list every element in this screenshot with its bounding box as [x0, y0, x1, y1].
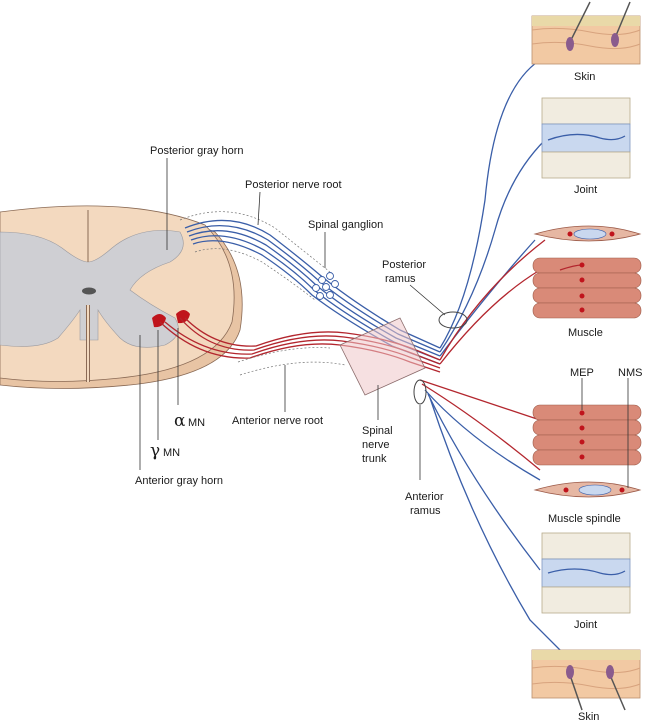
label-posterior-ramus-line2: ramus [385, 273, 416, 285]
posterior-ramus-fibers [439, 59, 546, 365]
label-joint-top: Joint [574, 184, 597, 196]
anterior-ramus-ring [413, 379, 427, 405]
spindle-top-illustration [533, 225, 642, 242]
skin-bottom-illustration [531, 649, 641, 711]
muscle-bottom-illustration [532, 404, 642, 466]
joint-bottom-illustration [541, 532, 631, 614]
label-spinal-nerve-trunk-line1: Spinal [362, 425, 393, 437]
nerve-trunk-sheath [339, 317, 426, 396]
label-gamma-symbol: γ [150, 441, 160, 461]
label-alpha-symbol: α [174, 411, 186, 431]
label-skin-bottom: Skin [578, 711, 599, 723]
nerve-bundles [159, 59, 566, 656]
posterior-root-fibers [184, 219, 441, 365]
label-alpha-mn: MN [188, 417, 205, 429]
label-gamma-mn: MN [163, 447, 180, 459]
anterior-ramus-fibers [419, 379, 566, 656]
muscle-top-illustration [532, 257, 642, 319]
label-joint-bottom: Joint [574, 619, 597, 631]
spinal-cord-section [0, 205, 243, 389]
leader-lines [139, 158, 629, 488]
label-mep: MEP [570, 367, 594, 379]
label-nms: NMS [618, 367, 642, 379]
label-anterior-nerve-root: Anterior nerve root [232, 415, 323, 427]
label-skin-top: Skin [574, 71, 595, 83]
label-muscle: Muscle [568, 327, 603, 339]
spinal-ganglion-body [312, 272, 339, 300]
label-anterior-ramus-line2: ramus [410, 505, 441, 517]
posterior-ramus-ring [438, 311, 468, 329]
joint-top-illustration [541, 97, 631, 179]
label-anterior-ramus-line1: Anterior [405, 491, 444, 503]
central-canal [82, 287, 96, 295]
label-muscle-spindle: Muscle spindle [548, 513, 621, 525]
label-spinal-nerve-trunk-line3: trunk [362, 453, 387, 465]
label-posterior-nerve-root: Posterior nerve root [245, 179, 342, 191]
label-posterior-ramus-line1: Posterior [382, 259, 426, 271]
label-anterior-gray-horn: Anterior gray horn [135, 475, 223, 487]
label-posterior-gray-horn: Posterior gray horn [150, 145, 244, 157]
label-spinal-nerve-trunk-line2: nerve [362, 439, 390, 451]
skin-top-illustration [531, 1, 641, 65]
label-spinal-ganglion: Spinal ganglion [308, 219, 383, 231]
spindle-bottom-illustration [533, 481, 642, 498]
